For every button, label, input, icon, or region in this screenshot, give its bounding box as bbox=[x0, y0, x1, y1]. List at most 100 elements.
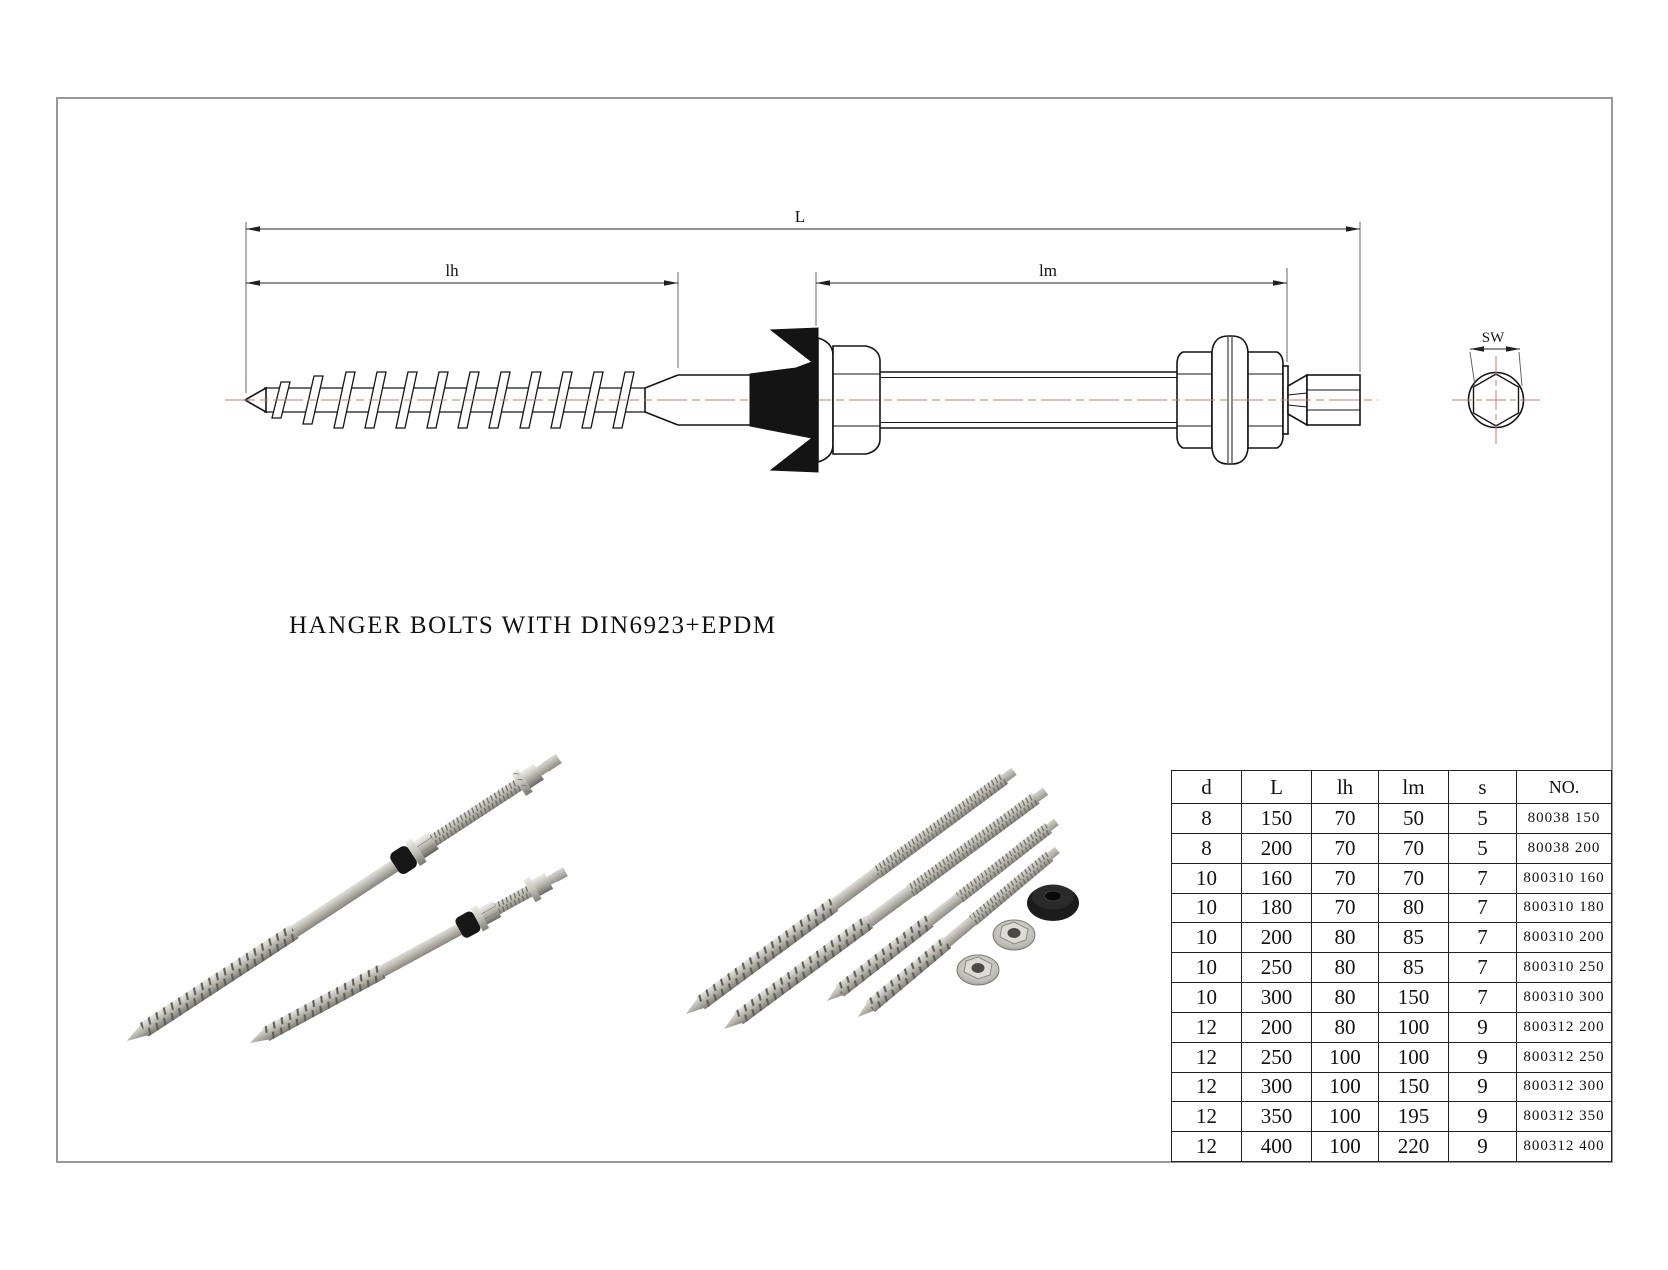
flange-nut-photo-1 bbox=[992, 919, 1036, 951]
epdm-seal-profile bbox=[749, 327, 819, 473]
cell-d: 8 bbox=[1201, 805, 1212, 830]
thread-root-lines bbox=[264, 387, 645, 413]
header-lh: lh bbox=[1311, 771, 1378, 803]
epdm-ring bbox=[390, 846, 417, 874]
cell-lh: 70 bbox=[1311, 833, 1378, 863]
cell-no: 800312 350 bbox=[1516, 1102, 1611, 1132]
cell-lm: 85 bbox=[1378, 923, 1448, 953]
cell-no: 800310 250 bbox=[1516, 953, 1611, 982]
cell-lh: 100 bbox=[1311, 1102, 1378, 1132]
cell-no: 800312 300 bbox=[1516, 1072, 1611, 1102]
cell-lh: 100 bbox=[1311, 1132, 1378, 1161]
cell-L: 350 bbox=[1241, 1102, 1311, 1132]
flange-nut-photo-2 bbox=[956, 954, 1000, 986]
cell-lh: 80 bbox=[1311, 923, 1378, 953]
cell-lh: 80 bbox=[1311, 983, 1378, 1012]
epdm-ring bbox=[455, 911, 481, 938]
page-frame bbox=[56, 97, 1613, 1163]
cell-lm: 70 bbox=[1378, 833, 1448, 863]
cell-s: 7 bbox=[1448, 953, 1516, 982]
cell-s: 9 bbox=[1448, 1132, 1516, 1161]
kit-bolt-2 bbox=[724, 787, 1049, 1029]
hex-stub bbox=[551, 867, 568, 883]
cell-no: 800312 200 bbox=[1516, 1012, 1611, 1042]
kit-bolt-3 bbox=[827, 818, 1059, 1001]
cell-d: 8 bbox=[1201, 835, 1212, 860]
cell-no: 800310 200 bbox=[1516, 923, 1611, 953]
cell-L: 150 bbox=[1241, 804, 1311, 833]
cell-no: 800312 250 bbox=[1516, 1042, 1611, 1072]
cell-L: 300 bbox=[1241, 1072, 1311, 1102]
cell-s: 9 bbox=[1448, 1012, 1516, 1042]
table-row: 8 200 70 70 5 80038 200 bbox=[1172, 832, 1611, 863]
table-row: 10 300 80 150 7 800310 300 bbox=[1172, 982, 1611, 1012]
cell-L: 160 bbox=[1241, 863, 1311, 893]
header-no: NO. bbox=[1516, 771, 1611, 803]
table-row: 10 200 80 85 7 800310 200 bbox=[1172, 922, 1611, 953]
cell-d: 10 bbox=[1196, 984, 1217, 1009]
photo-bolt-kit bbox=[686, 767, 1079, 1029]
hex-stub bbox=[542, 753, 562, 772]
header-L: L bbox=[1241, 771, 1311, 803]
cell-d: 12 bbox=[1196, 1134, 1217, 1159]
dim-label-lm: lm bbox=[1039, 261, 1057, 280]
table-row: 10 250 80 85 7 800310 250 bbox=[1172, 952, 1611, 982]
cell-d: 10 bbox=[1196, 895, 1217, 920]
epdm-grommet bbox=[1027, 884, 1079, 921]
cell-lh: 80 bbox=[1311, 953, 1378, 982]
kit-bolt-1 bbox=[686, 767, 1017, 1014]
cell-s: 9 bbox=[1448, 1042, 1516, 1072]
cell-lm: 100 bbox=[1378, 1012, 1448, 1042]
dimensions: L lh lm bbox=[245, 207, 1361, 393]
cell-L: 200 bbox=[1241, 833, 1311, 863]
cell-lm: 150 bbox=[1378, 1072, 1448, 1102]
table-row: 8 150 70 50 5 80038 150 bbox=[1172, 803, 1611, 833]
serrated-flange bbox=[523, 876, 542, 903]
table-row: 12 200 80 100 9 800312 200 bbox=[1172, 1011, 1611, 1042]
cell-L: 200 bbox=[1241, 1012, 1311, 1042]
table-row: 10 180 70 80 7 800310 180 bbox=[1172, 892, 1611, 923]
header-lm: lm bbox=[1378, 771, 1448, 803]
cell-s: 7 bbox=[1448, 983, 1516, 1012]
header-d: d bbox=[1201, 774, 1212, 799]
metric-thread-root bbox=[880, 377, 1177, 423]
cell-L: 300 bbox=[1241, 983, 1311, 1012]
dim-label-lh: lh bbox=[445, 261, 459, 280]
shank bbox=[678, 374, 752, 426]
table-row: 10 160 70 70 7 800310 160 bbox=[1172, 862, 1611, 893]
table-row: 12 350 100 195 9 800312 350 bbox=[1172, 1101, 1611, 1132]
cell-d: 12 bbox=[1196, 1044, 1217, 1069]
page-title: HANGER BOLTS WITH DIN6923+EPDM bbox=[289, 612, 777, 639]
cell-s: 9 bbox=[1448, 1072, 1516, 1102]
cell-lh: 100 bbox=[1311, 1042, 1378, 1072]
cell-L: 400 bbox=[1241, 1132, 1311, 1161]
sw-extension-lines bbox=[1469, 351, 1523, 387]
table-row: 12 300 100 150 9 800312 300 bbox=[1172, 1071, 1611, 1102]
cell-lm: 85 bbox=[1378, 953, 1448, 982]
cell-lh: 100 bbox=[1311, 1072, 1378, 1102]
cell-d: 10 bbox=[1196, 955, 1217, 980]
table-row: 12 400 100 220 9 800312 400 bbox=[1172, 1131, 1611, 1161]
cell-lm: 70 bbox=[1378, 863, 1448, 893]
table-header-row: d L lh lm s NO. bbox=[1172, 771, 1611, 803]
hex-end-view: SW bbox=[1452, 330, 1541, 446]
assembled-bolt-1 bbox=[127, 753, 562, 1041]
cell-lh: 80 bbox=[1311, 1012, 1378, 1042]
cell-d: 12 bbox=[1196, 1014, 1217, 1039]
kit-bolt-4 bbox=[858, 846, 1060, 1017]
cell-no: 80038 150 bbox=[1516, 804, 1611, 833]
cell-lm: 195 bbox=[1378, 1102, 1448, 1132]
cell-L: 180 bbox=[1241, 893, 1311, 923]
table-row: 12 250 100 100 9 800312 250 bbox=[1172, 1041, 1611, 1072]
cell-lh: 70 bbox=[1311, 893, 1378, 923]
serrated-flange bbox=[511, 769, 533, 797]
cell-lh: 70 bbox=[1311, 804, 1378, 833]
cell-lm: 150 bbox=[1378, 983, 1448, 1012]
cell-s: 7 bbox=[1448, 893, 1516, 923]
extension-lines bbox=[245, 222, 1361, 393]
metric-thread-crest bbox=[880, 371, 1177, 429]
cell-lm: 50 bbox=[1378, 804, 1448, 833]
spec-table: d L lh lm s NO. 8 150 70 50 5 80038 150 … bbox=[1171, 770, 1612, 1162]
cell-s: 5 bbox=[1448, 833, 1516, 863]
